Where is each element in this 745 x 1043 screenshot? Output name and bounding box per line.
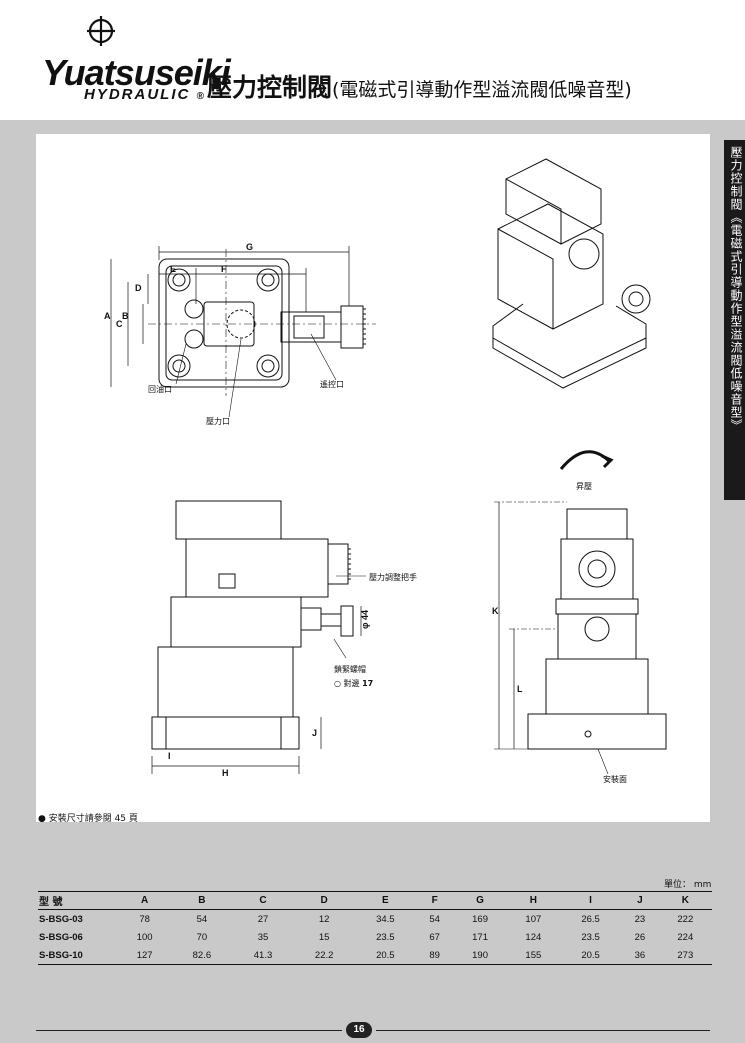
table-cell: 15: [318, 931, 330, 943]
dim-label-h: H: [222, 768, 229, 778]
footer-rule-left: [36, 1030, 342, 1031]
callout-boost: 昇壓: [576, 482, 592, 491]
table-cell: 82.6: [171, 946, 233, 965]
table-row: S-BSG-06 100 70 35 15 23.5 67 171 124 23…: [38, 928, 712, 946]
callout-return-port: 回油口: [148, 384, 172, 394]
dim-label-k: K: [492, 606, 499, 616]
table-cell: 27: [257, 913, 269, 925]
col-header-a: A: [118, 891, 172, 910]
across-flats-label: 對邊: [344, 678, 360, 688]
page-title: 壓力控制閥(電磁式引導動作型溢流閥低噪音型): [207, 68, 632, 104]
table-cell: 36: [621, 946, 659, 965]
top-view-drawing: [148, 249, 376, 396]
table-cell: 222: [677, 913, 694, 925]
dim-label-e: E: [170, 264, 176, 274]
callout-mount-face: 安裝面: [603, 774, 627, 784]
table-cell: 26: [634, 931, 646, 943]
table-cell: S-BSG-10: [38, 946, 118, 965]
table-cell: 89: [415, 946, 454, 965]
dim-label-l: L: [517, 684, 523, 694]
table-cell: 107: [525, 913, 542, 925]
table-cell: 169: [472, 913, 488, 925]
table-cell: 34.5: [376, 913, 395, 925]
col-header-d: D: [293, 891, 355, 910]
table-cell: 22.2: [293, 946, 355, 965]
table-cell: 23.5: [581, 931, 600, 943]
brand-logo-text: Yuatsuseiki: [42, 52, 231, 93]
col-header-c: C: [232, 891, 294, 910]
table-cell: S-BSG-06: [39, 931, 83, 943]
col-header-i: I: [559, 891, 622, 910]
table-cell: 190: [453, 946, 507, 965]
isometric-view-drawing: [492, 158, 651, 389]
table-cell: 127: [118, 946, 172, 965]
col-header-h: H: [506, 891, 560, 910]
table-cell: 70: [196, 931, 208, 943]
dim-label-d: D: [135, 283, 142, 293]
col-header-f: F: [415, 891, 454, 910]
table-cell: 100: [136, 931, 153, 943]
table-row: S-BSG-10 127 82.6 41.3 22.2 20.5 89 190 …: [38, 946, 712, 965]
col-header-j: J: [621, 891, 659, 910]
table-cell: 78: [139, 913, 150, 925]
technical-drawing: G E F D C A B H I J K L φ 44 回油口 壓力口 遙控口…: [104, 158, 667, 784]
table-cell: 12: [318, 913, 330, 925]
table-cell: 155: [506, 946, 560, 965]
table-row: S-BSG-03 78 54 27 12 34.5 54 169 107 26.…: [38, 910, 712, 929]
table-cell: S-BSG-03: [39, 913, 83, 925]
callout-lock-nut: 鎖緊螺帽: [334, 664, 366, 674]
dim-label-b: B: [122, 311, 129, 321]
col-header-g: G: [453, 891, 507, 910]
dimension-table: 型 號 A B C D E F G H I J K S-BSG-03 78 54…: [38, 891, 712, 965]
col-header-model: 型 號: [38, 891, 118, 910]
brand-sub-text: HYDRAULIC ®: [84, 86, 206, 103]
callout-across-flats: ○ 對邊 17: [334, 678, 373, 688]
title-main: 壓力控制閥: [207, 73, 333, 102]
registered-mark: ®: [196, 91, 206, 102]
dim-label-phi44: φ 44: [360, 610, 370, 629]
title-sub: (電磁式引導動作型溢流閥低噪音型): [332, 79, 632, 101]
across-flats-value: 17: [362, 679, 373, 688]
front-view-drawing: [527, 508, 667, 750]
drawing-panel: G E F D C A B H I J K L φ 44 回油口 壓力口 遙控口…: [36, 134, 710, 822]
col-header-e: E: [354, 891, 416, 910]
table-cell: 124: [525, 931, 542, 943]
callout-pressure-port: 壓力口: [206, 416, 230, 426]
table-cell: 23.5: [376, 931, 395, 943]
side-tab: 壓力控制閥《電磁式引導動作型溢流閥低噪音型》: [724, 140, 745, 500]
col-header-k: K: [658, 891, 712, 910]
callout-pressure-knob: 壓力調整把手: [369, 572, 417, 582]
table-cell: 171: [472, 931, 488, 943]
footer-rule-right: [376, 1030, 710, 1031]
page-header: Yuatsuseiki HYDRAULIC ® 壓力控制閥(電磁式引導動作型溢流…: [0, 0, 745, 118]
table-cell: 26.5: [581, 913, 600, 925]
table-cell: 20.5: [559, 946, 622, 965]
table-cell: 20.5: [354, 946, 416, 965]
dim-label-g: G: [246, 242, 253, 252]
logo-circle-icon: [87, 16, 115, 46]
table-cell: 54: [196, 913, 208, 925]
dim-label-a: A: [104, 311, 111, 321]
table-header-row: 型 號 A B C D E F G H I J K: [38, 891, 712, 910]
table-cell: 41.3: [232, 946, 294, 965]
callout-remote-port: 遙控口: [320, 379, 344, 389]
table-cell: 224: [677, 931, 694, 943]
col-header-b: B: [171, 891, 233, 910]
dim-label-i: I: [168, 751, 171, 761]
page-number: 16: [346, 1022, 372, 1038]
brand-sub-label: HYDRAULIC: [84, 86, 191, 103]
side-view-drawing: [151, 500, 354, 750]
unit-label: 單位： mm: [664, 880, 712, 890]
table-cell: 273: [658, 946, 712, 965]
table-cell: 23: [634, 913, 646, 925]
dim-label-j: J: [312, 728, 317, 738]
dim-label-c: C: [116, 319, 123, 329]
dim-label-f: F: [221, 264, 227, 274]
install-note: ● 安裝尺寸請參閱 45 頁: [38, 814, 138, 824]
table-cell: 67: [429, 931, 440, 943]
table-cell: 54: [429, 913, 440, 925]
table-cell: 35: [257, 931, 269, 943]
